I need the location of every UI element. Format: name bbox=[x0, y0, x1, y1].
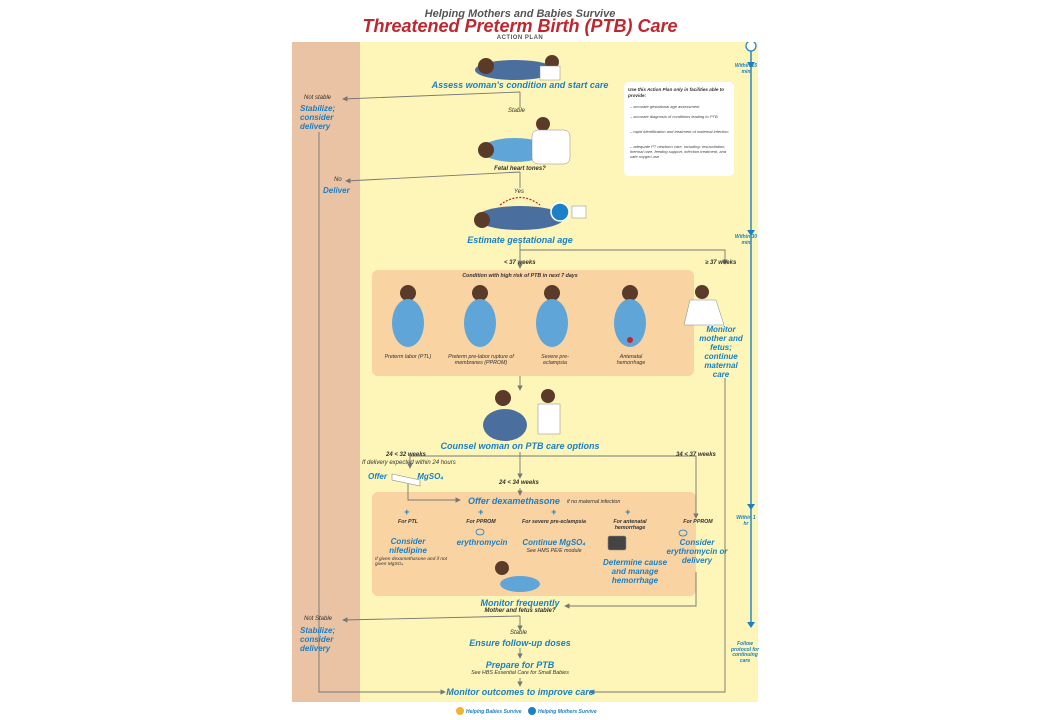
erythromycin-step: erythromycin bbox=[456, 538, 508, 547]
determine-cause-step: Determine cause and manage hemorrhage bbox=[602, 558, 668, 585]
stable-2-label: Stable bbox=[510, 630, 528, 636]
hbs-logo-icon bbox=[456, 707, 464, 715]
condition-pprom: Preterm pre-labor rupture of membranes (… bbox=[448, 354, 514, 366]
timeline-follow-protocol: Follow protocol for continuing care bbox=[730, 641, 760, 664]
facility-note-item: – rapid identification and treatment of … bbox=[630, 129, 729, 134]
offer-mgso4-step: Offer MgSO₄ bbox=[368, 472, 444, 481]
facility-note-item: – adequate PT newborn care, including: r… bbox=[630, 144, 727, 159]
fetal-heart-illustration bbox=[478, 117, 571, 165]
monitor-frequently-step: Monitor frequently bbox=[480, 598, 560, 608]
for-pprom-2-label: For PPROM bbox=[683, 519, 713, 525]
24-34-weeks-label: 24 < 34 weeks bbox=[499, 480, 539, 486]
for-ptl-label: For PTL bbox=[397, 519, 418, 525]
plus-ptl: + bbox=[404, 507, 410, 517]
delivery-expected-label: If delivery expected within 24 hours bbox=[362, 460, 456, 466]
for-severe-label: For severe pre-eclampsia bbox=[522, 519, 586, 525]
timeline-1-hr: Within 1 hr bbox=[736, 515, 756, 527]
hms-logo-text: Helping Mothers Survive bbox=[538, 709, 597, 715]
pill-icons bbox=[475, 528, 688, 537]
condition-ptl: Preterm labor (PTL) bbox=[384, 354, 432, 360]
stabilize-step: Stabilize; consider delivery bbox=[300, 104, 336, 131]
hms-logo-icon bbox=[528, 707, 536, 715]
for-antenatal-label: For antenatal hemorrhage bbox=[613, 519, 647, 531]
yes-label: Yes bbox=[514, 189, 525, 195]
condition-severe: Severe pre-eclampsia bbox=[541, 354, 569, 366]
hms-pe-note: See HMS PE/E module bbox=[526, 548, 582, 554]
assess-illustration bbox=[475, 55, 561, 81]
poster-title: Threatened Preterm Birth (PTB) Care bbox=[362, 16, 678, 36]
facility-note-title: Use this Action Plan only in facilities … bbox=[628, 87, 725, 98]
prepare-ptb-step: Prepare for PTB bbox=[485, 660, 555, 670]
hbs-logo-text: Helping Babies Survive bbox=[466, 709, 522, 715]
offer-dexamethasone-step: Offer dexamethasone bbox=[468, 496, 560, 506]
facility-note-item: – accurate diagnosis of conditions leadi… bbox=[630, 114, 718, 119]
facility-note-item: – accurate gestational age assessment bbox=[630, 104, 700, 109]
poster-subtitle: Helping Mothers and Babies Survive bbox=[424, 8, 616, 20]
syringe-mgso4-illustration bbox=[391, 473, 421, 487]
no-label: No bbox=[334, 177, 342, 183]
condition-women-illustrations bbox=[392, 285, 646, 347]
monitor-mother-step: Monitor mother and fetus; continue mater… bbox=[699, 325, 743, 379]
mother-fetus-stable-question: Mother and fetus stable? bbox=[484, 608, 556, 614]
stabilize-2-step: Stabilize; consider delivery bbox=[300, 626, 336, 653]
deliver-step: Deliver bbox=[323, 186, 350, 195]
34-37-weeks-label: 34 < 37 weeks bbox=[676, 452, 716, 458]
ge-37-weeks-label: ≥ 37 weeks bbox=[705, 260, 737, 266]
continue-mgso4-step: Continue MgSO₄ bbox=[522, 538, 586, 547]
ultrasound-illustration bbox=[607, 535, 627, 551]
for-pprom-label: For PPROM bbox=[466, 519, 496, 525]
estimate-step: Estimate gestational age bbox=[467, 235, 573, 245]
facility-note-box bbox=[624, 82, 734, 176]
nifedipine-note: If given dexamethasone and if not given … bbox=[375, 557, 448, 567]
monitor-mother-illustration bbox=[683, 285, 725, 326]
timeline-bar bbox=[745, 42, 757, 628]
stable-label: Stable bbox=[508, 108, 526, 114]
monitor-outcomes-step: Monitor outcomes to improve care bbox=[446, 687, 594, 697]
timeline-30-min: Within 30 min bbox=[734, 234, 758, 246]
consider-nifedipine-step: Consider nifedipine bbox=[389, 537, 427, 555]
plus-severe: + bbox=[551, 507, 557, 517]
assess-step: Assess woman's condition and start care bbox=[431, 80, 609, 90]
condition-header: Condition with high risk of PTB in next … bbox=[462, 273, 578, 279]
gestational-age-illustration bbox=[474, 196, 587, 230]
not-stable-label: Not stable bbox=[304, 95, 332, 101]
24-32-weeks-label: 24 < 32 weeks bbox=[386, 452, 426, 458]
plus-antenatal: + bbox=[625, 507, 631, 517]
monitor-frequently-illustration bbox=[495, 561, 540, 592]
no-maternal-infection-label: if no maternal infection bbox=[567, 499, 621, 505]
fetal-heart-question: Fetal heart tones? bbox=[494, 166, 546, 172]
counsel-illustration bbox=[483, 389, 561, 441]
lt-37-weeks-label: < 37 weeks bbox=[504, 260, 536, 266]
condition-antenatal: Antenatal hemorrhage bbox=[616, 354, 646, 366]
unstable-band bbox=[292, 42, 360, 702]
plus-pprom: + bbox=[478, 507, 484, 517]
ensure-follow-up-step: Ensure follow-up doses bbox=[469, 638, 571, 648]
poster-action-plan-label: ACTION PLAN bbox=[496, 35, 544, 41]
consider-erythromycin-step: Consider erythromycin or delivery bbox=[666, 538, 728, 565]
counsel-step: Counsel woman on PTB care options bbox=[440, 441, 600, 451]
timeline-15-min: Within 15 min bbox=[734, 63, 758, 75]
hbs-note: See HBS Essential Care for Small Babies bbox=[471, 670, 569, 676]
not-stable-2-label: Not Stable bbox=[304, 616, 333, 622]
